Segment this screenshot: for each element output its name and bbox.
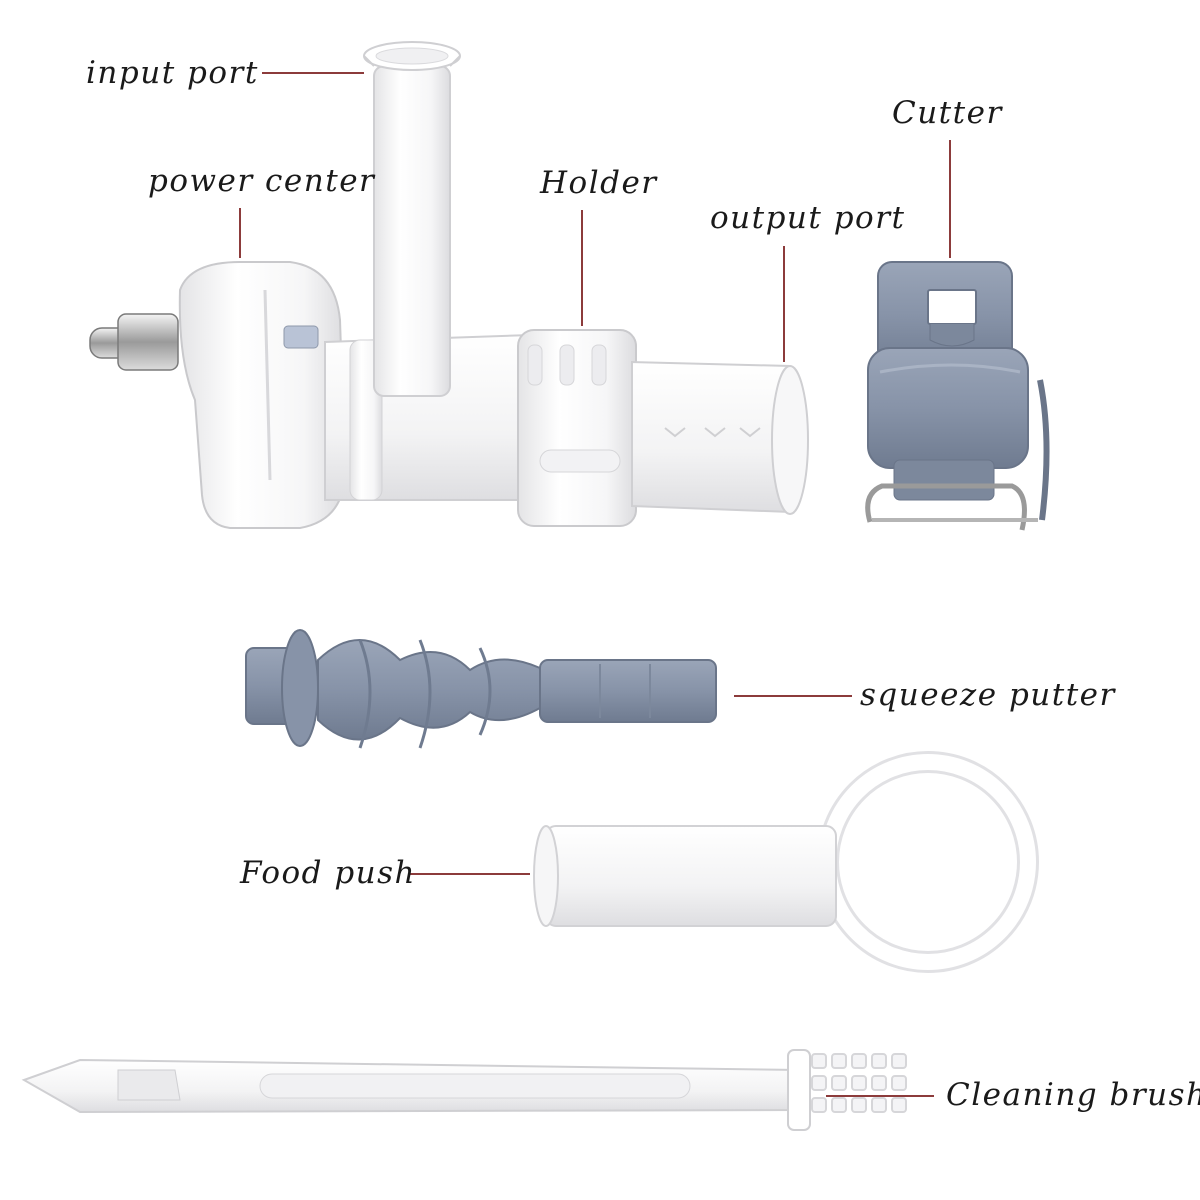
input-port-tube (363, 41, 461, 397)
label-output-port: output port (710, 200, 906, 236)
label-cutter: Cutter (892, 95, 1003, 131)
output-port-tube (631, 360, 809, 515)
label-input-port: input port (86, 55, 259, 91)
cutter-part (865, 261, 1050, 531)
leader-lines (239, 72, 951, 1097)
food-push-part (533, 751, 1039, 973)
holder-ring (517, 329, 637, 527)
cleaning-brush-part (21, 1049, 907, 1131)
squeeze-screw-part (245, 629, 717, 749)
power-center-housing (178, 261, 347, 529)
juicer-body (89, 41, 809, 529)
label-holder: Holder (540, 165, 658, 201)
label-power-center: power center (148, 163, 376, 199)
drive-shaft (89, 313, 179, 371)
label-food-push: Food push (240, 855, 417, 891)
label-squeeze-putter: squeeze putter (860, 677, 1116, 713)
label-cleaning-brush: Cleaning brush (946, 1077, 1200, 1113)
